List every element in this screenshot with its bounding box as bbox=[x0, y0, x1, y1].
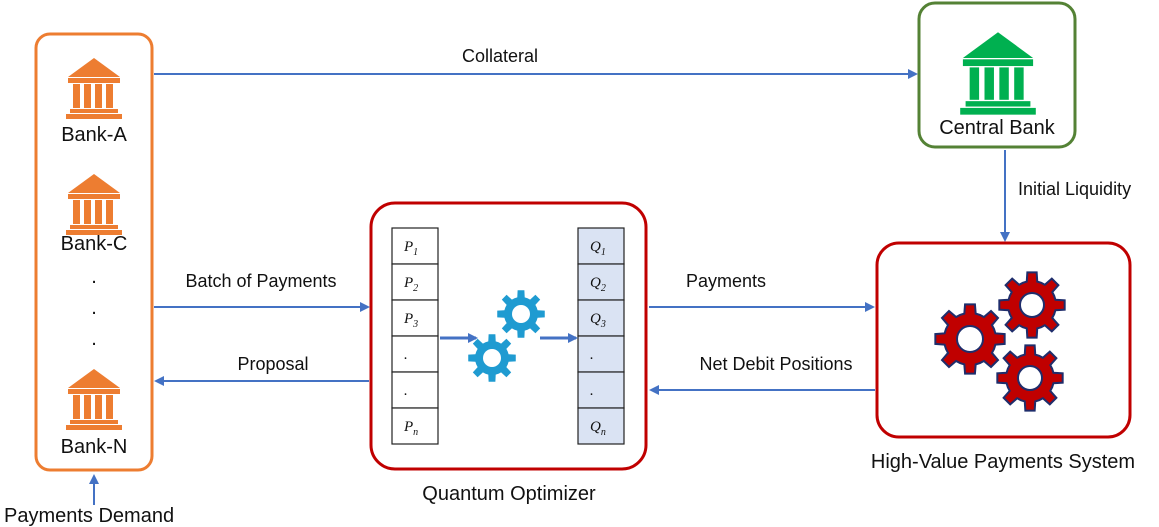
bank-a-icon bbox=[66, 58, 122, 119]
payments-label: Payments bbox=[686, 271, 766, 291]
input-payment-cell-label: . bbox=[404, 383, 408, 399]
bank-c-label: Bank-C bbox=[61, 233, 128, 255]
hvps-panel bbox=[875, 241, 1132, 439]
output-payment-cell bbox=[577, 299, 625, 337]
input-payment-cell bbox=[391, 299, 439, 337]
hvps-label: High-Value Payments System bbox=[871, 451, 1135, 473]
output-payment-cell bbox=[577, 263, 625, 301]
net-debit-positions-label: Net Debit Positions bbox=[699, 354, 852, 374]
quantum-optimizer-label: Quantum Optimizer bbox=[422, 483, 596, 505]
input-payment-cell bbox=[391, 263, 439, 301]
central-bank-panel bbox=[917, 1, 1077, 149]
bank-n-icon bbox=[66, 369, 122, 430]
batch-of-payments-label: Batch of Payments bbox=[185, 271, 336, 291]
output-payment-cell-label: . bbox=[590, 383, 594, 399]
input-payment-cell bbox=[391, 371, 439, 409]
ellipsis-dot-1: . bbox=[91, 266, 97, 288]
ellipsis-dot-3: . bbox=[91, 328, 97, 350]
collateral-label: Collateral bbox=[462, 46, 538, 66]
hvps-gear-icon-top bbox=[998, 271, 1066, 339]
optimizer-gear-icon-lower bbox=[468, 334, 516, 382]
hvps-gear-icon-bottom bbox=[996, 344, 1064, 412]
optimizer-gear-icon-upper bbox=[497, 290, 545, 338]
bank-a-label: Bank-A bbox=[61, 124, 127, 146]
output-payment-cell bbox=[577, 335, 625, 373]
output-payment-cell bbox=[577, 227, 625, 265]
bank-c-icon bbox=[66, 174, 122, 235]
quantum-optimizer-panel bbox=[369, 201, 648, 471]
output-payment-cell-label: . bbox=[590, 347, 594, 363]
proposal-label: Proposal bbox=[237, 354, 308, 374]
central-bank-icon bbox=[960, 32, 1036, 115]
initial-liquidity-label: Initial Liquidity bbox=[1018, 179, 1131, 199]
input-payment-cell bbox=[391, 407, 439, 445]
central-bank-label: Central Bank bbox=[939, 117, 1056, 139]
bank-n-label: Bank-N bbox=[61, 436, 128, 458]
hvps-gear-icon-left bbox=[934, 303, 1006, 375]
output-payment-cell bbox=[577, 407, 625, 445]
input-payment-cell bbox=[391, 335, 439, 373]
input-payment-cell bbox=[391, 227, 439, 265]
payments-demand-label: Payments Demand bbox=[4, 505, 174, 527]
output-payment-cell bbox=[577, 371, 625, 409]
banks-panel bbox=[34, 32, 154, 472]
ellipsis-dot-2: . bbox=[91, 297, 97, 319]
input-payment-cell-label: . bbox=[404, 347, 408, 363]
